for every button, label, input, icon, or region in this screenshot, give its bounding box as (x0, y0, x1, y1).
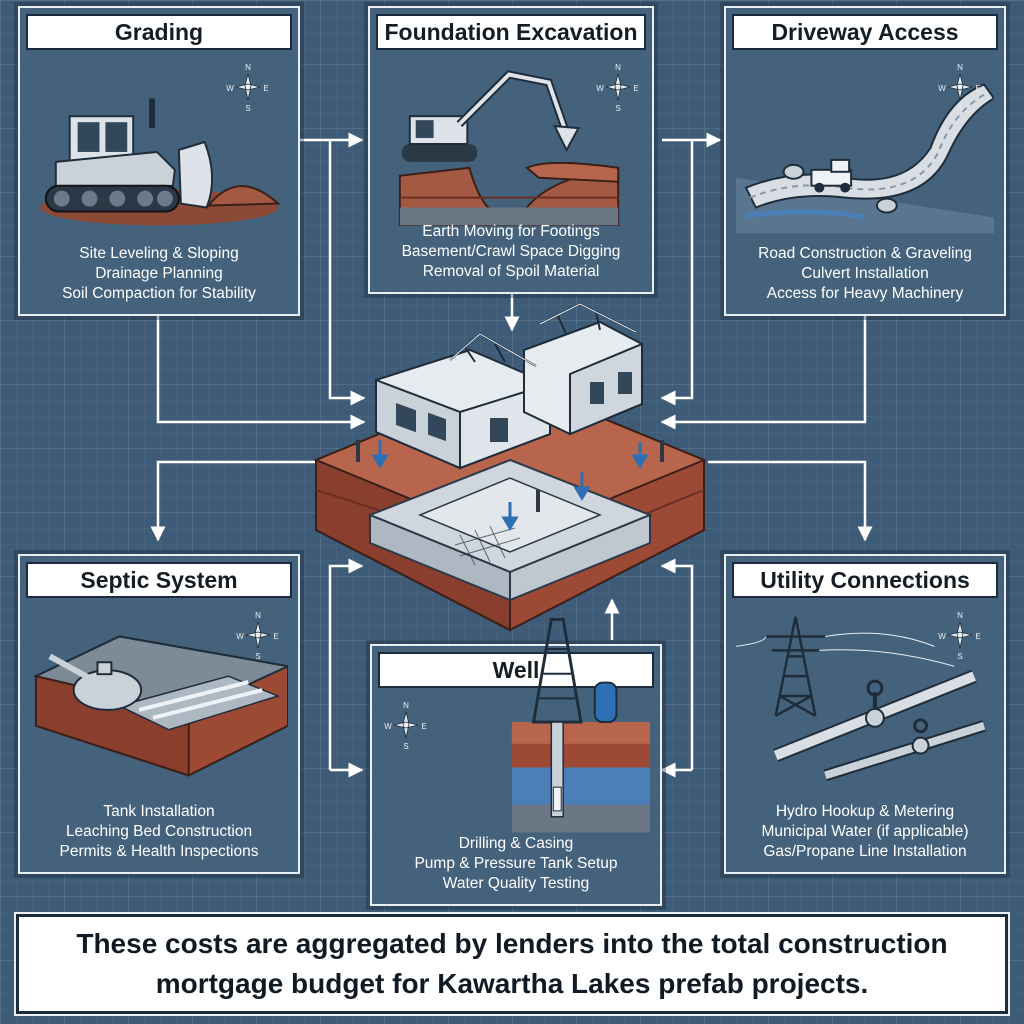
septic-line: Leaching Bed Construction (65, 823, 253, 840)
utility-line: Hydro Hookup & Metering (775, 803, 955, 820)
compass-w: W (596, 84, 604, 93)
utility-panel: Utility Connections N S W E Hydro Hookup &… (724, 554, 1006, 874)
bulldozer-illustration (30, 58, 288, 234)
foundation-line: Basement/Crawl Space Digging (401, 243, 621, 260)
septic-title: Septic System (26, 562, 292, 598)
utility-description: Hydro Hookup & Metering Municipal Water … (732, 802, 998, 862)
arrow-foundation-left-to-house (328, 140, 366, 406)
foundation-description: Earth Moving for Footings Basement/Crawl… (376, 222, 646, 282)
driveway-road-illustration (736, 58, 994, 234)
compass-n: N (245, 63, 251, 72)
compass-rose-icon: N S W E (938, 62, 982, 112)
well-description: Drilling & Casing Pump & Pressure Tank S… (378, 834, 654, 894)
driveway-line: Culvert Installation (801, 265, 929, 282)
arrow-utility-to-house (660, 558, 694, 770)
foundation-panel: Foundation Excavation N S W E Earth Moving… (368, 6, 654, 294)
compass-rose-icon: N S W E (384, 700, 428, 750)
well-line: Water Quality Testing (442, 875, 590, 892)
arrow-grading-to-house (156, 316, 366, 430)
foundation-title: Foundation Excavation (376, 14, 646, 50)
grading-title: Grading (26, 14, 292, 50)
compass-e: E (263, 84, 268, 93)
septic-line: Tank Installation (103, 803, 215, 820)
compass-s: S (403, 742, 408, 750)
compass-e: E (273, 632, 278, 641)
grading-line: Drainage Planning (95, 265, 223, 282)
compass-e: E (633, 84, 638, 93)
compass-w: W (226, 84, 234, 93)
compass-e: E (975, 632, 980, 641)
compass-w: W (384, 722, 392, 731)
septic-description: Tank Installation Leaching Bed Construct… (26, 802, 292, 862)
compass-s: S (615, 104, 620, 112)
driveway-line: Access for Heavy Machinery (766, 285, 964, 302)
septic-line: Permits & Health Inspections (59, 843, 259, 860)
foundation-line: Removal of Spoil Material (422, 263, 600, 280)
compass-w: W (236, 632, 244, 641)
compass-e: E (975, 84, 980, 93)
compass-rose-icon: N S W E (236, 610, 280, 660)
footer-summary: These costs are aggregated by lenders in… (14, 912, 1010, 1016)
well-line: Pump & Pressure Tank Setup (414, 855, 618, 872)
grading-panel: Grading N S W E Site Leveling & Sloping Dr… (18, 6, 300, 316)
utility-line: Gas/Propane Line Installation (763, 843, 967, 860)
footer-line-1: These costs are aggregated by lenders in… (76, 928, 948, 959)
septic-tank-illustration (30, 606, 288, 786)
compass-n: N (403, 701, 409, 710)
well-line: Drilling & Casing (458, 835, 574, 852)
foundation-line: Earth Moving for Footings (422, 223, 600, 240)
utility-title: Utility Connections (732, 562, 998, 598)
compass-n: N (255, 611, 261, 620)
driveway-panel: Driveway Access N S W E Road Construction … (724, 6, 1006, 316)
arrow-driveway-branch-to-house (660, 140, 694, 406)
driveway-description: Road Construction & Graveling Culvert In… (732, 244, 998, 304)
arrow-house-to-septic (150, 460, 316, 542)
well-drill-illustration (502, 618, 650, 834)
utility-pylon-pipes-illustration (736, 606, 994, 786)
grading-description: Site Leveling & Sloping Drainage Plannin… (26, 244, 292, 304)
compass-n: N (957, 611, 963, 620)
compass-w: W (938, 632, 946, 641)
footer-line-2: mortgage budget for Kawartha Lakes prefa… (155, 968, 869, 999)
prefab-house-foundation-illustration (300, 300, 720, 640)
arrow-septic-to-house (328, 558, 364, 770)
compass-rose-icon: N S W E (226, 62, 270, 112)
compass-s: S (255, 652, 260, 660)
excavator-illustration (380, 58, 642, 226)
compass-n: N (615, 63, 621, 72)
compass-s: S (245, 104, 250, 112)
compass-n: N (957, 63, 963, 72)
arrow-driveway-to-house (660, 316, 867, 430)
compass-rose-icon: N S W E (596, 62, 640, 112)
grading-line: Site Leveling & Sloping (79, 245, 239, 262)
driveway-title: Driveway Access (732, 14, 998, 50)
grading-line: Soil Compaction for Stability (62, 285, 256, 302)
compass-e: E (421, 722, 426, 731)
septic-panel: Septic System N S W E Tank Installation Le… (18, 554, 300, 874)
compass-w: W (938, 84, 946, 93)
driveway-line: Road Construction & Graveling (758, 245, 972, 262)
utility-line: Municipal Water (if applicable) (761, 823, 969, 840)
compass-rose-icon: N S W E (938, 610, 982, 660)
compass-s: S (957, 652, 962, 660)
arrow-house-to-utility (708, 460, 873, 542)
compass-s: S (957, 104, 962, 112)
